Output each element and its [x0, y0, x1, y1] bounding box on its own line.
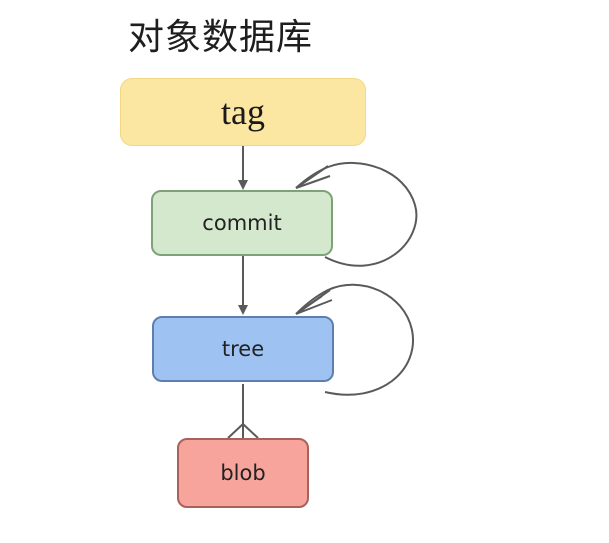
node-blob: blob: [177, 438, 309, 508]
node-tag: tag: [120, 78, 366, 146]
node-commit: commit: [151, 190, 333, 256]
tree-loop-crowfoot: [295, 289, 333, 315]
diagram-title: 对象数据库: [128, 17, 314, 58]
blob-crowfoot: [227, 422, 259, 439]
commit-loop-crowfoot: [295, 165, 331, 189]
node-tree: tree: [152, 316, 334, 382]
